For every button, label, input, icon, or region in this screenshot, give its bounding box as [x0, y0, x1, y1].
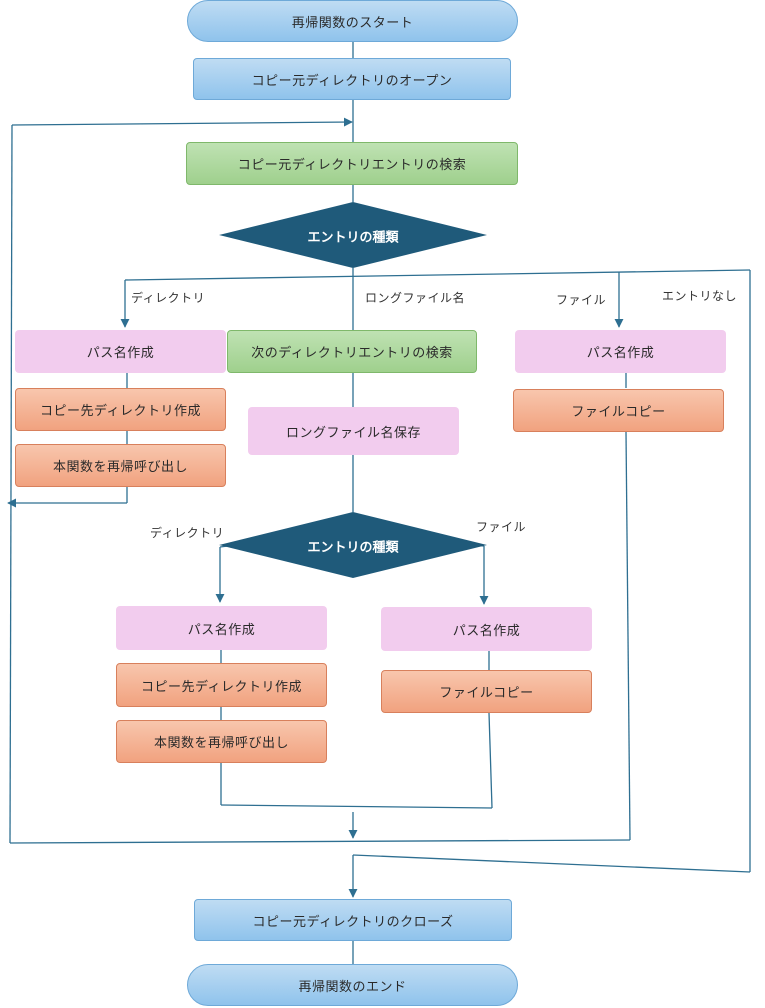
search-next-entry-box: 次のディレクトリエントリの検索 [227, 330, 477, 373]
edge-label-directory-2: ディレクトリ [150, 526, 225, 540]
end-terminal: 再帰関数のエンド [187, 964, 518, 1006]
edge-label-directory-1: ディレクトリ [131, 291, 206, 305]
open-source-dir-box: コピー元ディレクトリのオープン [193, 58, 511, 100]
close-source-dir-box: コピー元ディレクトリのクローズ [194, 899, 512, 941]
dir-path-box-1: パス名作成 [15, 330, 226, 373]
dir-create-box-1: コピー先ディレクトリ作成 [15, 388, 226, 431]
recurse-box-1: 本関数を再帰呼び出し [15, 444, 226, 487]
decision-diamond-2 [219, 512, 487, 578]
edge-label-file-2: ファイル [476, 520, 527, 534]
start-terminal: 再帰関数のスタート [187, 0, 518, 42]
file-copy-box-2: ファイルコピー [381, 670, 592, 713]
edge-label-no-entry: エントリなし [662, 289, 738, 303]
dir-path-box-2: パス名作成 [116, 606, 327, 650]
file-path-box-1: パス名作成 [515, 330, 726, 373]
file-path-box-2: パス名作成 [381, 607, 592, 651]
file-copy-box-1: ファイルコピー [513, 389, 724, 432]
entry-type-label-1: エントリの種類 [307, 230, 399, 246]
edge-label-long-file-name: ロングファイル名 [365, 291, 466, 305]
dir-create-box-2: コピー先ディレクトリ作成 [116, 663, 327, 707]
save-long-name-box: ロングファイル名保存 [248, 407, 459, 455]
entry-type-label-2: エントリの種類 [307, 540, 399, 556]
decision-diamond-1 [219, 202, 487, 268]
search-entry-box: コピー元ディレクトリエントリの検索 [186, 142, 518, 185]
recurse-box-2: 本関数を再帰呼び出し [116, 720, 327, 763]
edge-label-file-1: ファイル [556, 293, 607, 307]
